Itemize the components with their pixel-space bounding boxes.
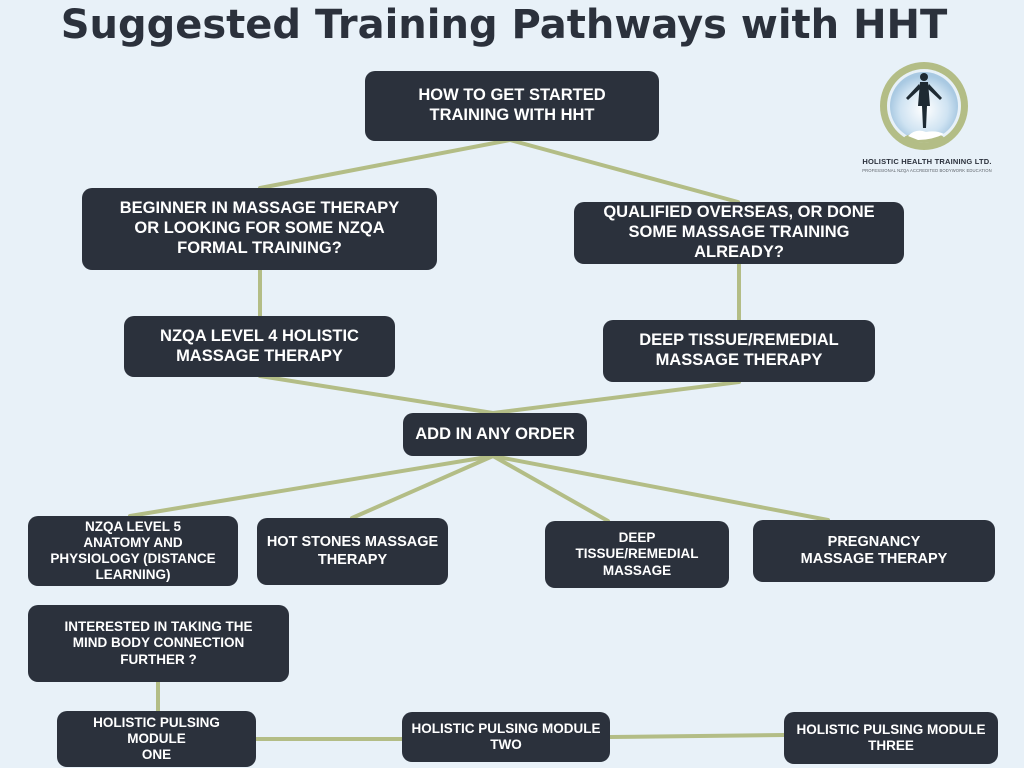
node-deep-tissue-remedial: DEEP TISSUE/REMEDIAL MASSAGE THERAPY [603, 320, 875, 382]
connector-add-level5 [128, 454, 495, 518]
page-title: Suggested Training Pathways with HHT [60, 2, 948, 48]
node-qualified: QUALIFIED OVERSEAS, OR DONE SOME MASSAGE… [574, 202, 904, 264]
node-mind-body: INTERESTED IN TAKING THE MIND BODY CONNE… [28, 605, 289, 682]
connector-deeptissue-add [491, 380, 741, 415]
connector-start-qualified [508, 138, 740, 204]
node-start: HOW TO GET STARTED TRAINING WITH HHT [365, 71, 659, 141]
connector-start-beginner [258, 138, 512, 190]
node-hot-stones: HOT STONES MASSAGE THERAPY [257, 518, 448, 585]
node-level5: NZQA LEVEL 5 ANATOMY AND PHYSIOLOGY (DIS… [28, 516, 238, 586]
connector-level4-add [258, 374, 495, 415]
node-pulsing-one: HOLISTIC PULSING MODULE ONE [57, 711, 256, 767]
node-pulsing-two: HOLISTIC PULSING MODULE TWO [402, 712, 610, 762]
node-level4: NZQA LEVEL 4 HOLISTIC MASSAGE THERAPY [124, 316, 395, 377]
connector-pulsing-two-three [608, 733, 786, 739]
hht-logo: HOLISTIC HEALTH TRAINING LTD. PROFESSION… [852, 58, 1002, 188]
node-deep-tissue-massage: DEEP TISSUE/REMEDIAL MASSAGE [545, 521, 729, 588]
logo-figure-icon [880, 62, 968, 150]
logo-tagline: PROFESSIONAL NZQA ACCREDITED BODYWORK ED… [862, 168, 992, 173]
connector-add-hotstones [350, 454, 495, 520]
connector-add-deeptissue-short [491, 454, 610, 523]
node-pregnancy: PREGNANCY MASSAGE THERAPY [753, 520, 995, 582]
node-add-in-any-order: ADD IN ANY ORDER [403, 413, 587, 456]
node-pulsing-three: HOLISTIC PULSING MODULE THREE [784, 712, 998, 764]
logo-name: HOLISTIC HEALTH TRAINING LTD. [862, 157, 992, 166]
node-beginner: BEGINNER IN MASSAGE THERAPY OR LOOKING F… [82, 188, 437, 270]
connector-add-pregnancy [491, 454, 830, 522]
